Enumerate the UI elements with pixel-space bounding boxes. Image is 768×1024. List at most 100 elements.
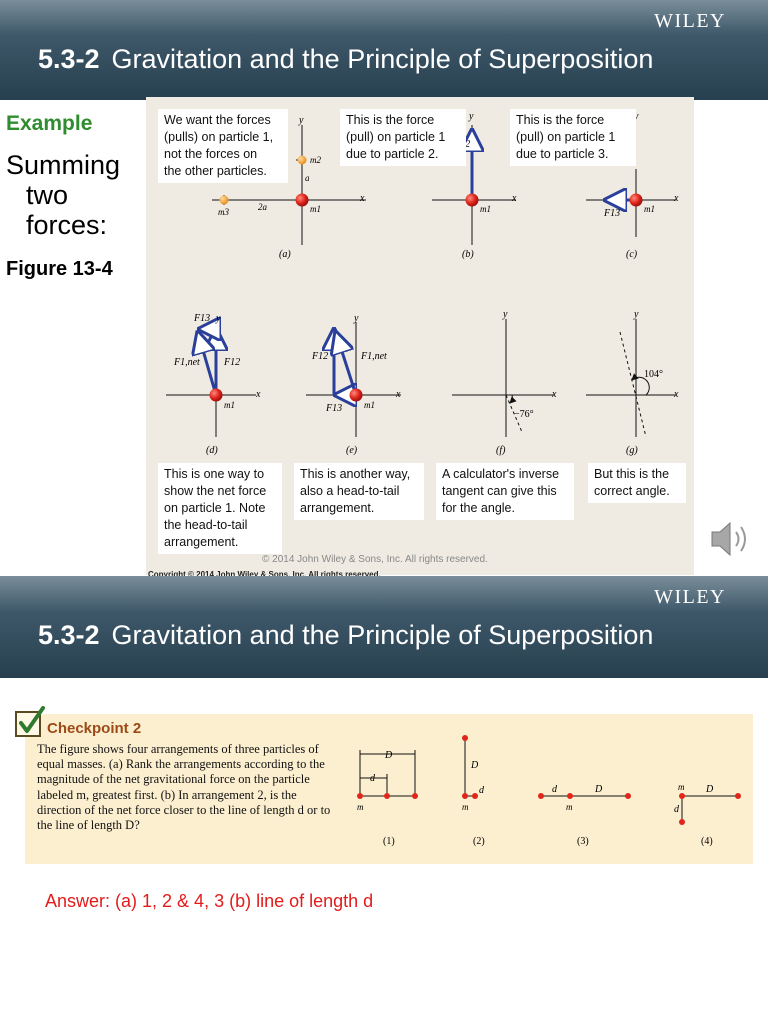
summing-line: Summing	[6, 150, 121, 180]
arrangement-label: (1)	[383, 836, 395, 847]
f13-label: F13	[325, 403, 342, 414]
callout-line: (pull) on particle 1	[346, 130, 446, 144]
f12-label: F12	[223, 357, 240, 368]
force-vector-fnet	[336, 333, 358, 396]
particle-m2	[297, 155, 307, 165]
speaker-icon[interactable]	[706, 516, 756, 567]
panel-c: y x F13 m1 (c)	[586, 111, 679, 260]
f13-label: F13	[603, 208, 620, 219]
callout-line: show the net force	[164, 484, 267, 498]
particle	[462, 793, 468, 799]
particle	[384, 793, 390, 799]
d-label: d	[479, 785, 485, 796]
callout-line: due to particle 3.	[516, 147, 609, 161]
m3-label: m3	[218, 207, 229, 217]
callout-e: This is another way, also a head-to-tail…	[294, 463, 424, 520]
y-label: y	[353, 313, 359, 324]
D-label: D	[594, 784, 603, 795]
y-label: y	[298, 115, 304, 126]
panel-label: (e)	[346, 445, 358, 456]
f13-label: F13	[193, 313, 210, 324]
example-label: Example	[6, 112, 93, 135]
arrangements-diagram: D d m (1) D d m (2) d D m	[357, 735, 741, 847]
callout-line: This is another way,	[300, 467, 411, 481]
callout-line: on particle 1. Note	[164, 501, 266, 515]
panel-e: y F12 F1,net x F13 m1 (e)	[306, 313, 401, 456]
y-label: y	[468, 111, 474, 122]
particle-m1	[295, 193, 309, 207]
answer-text: Answer: (a) 1, 2 & 4, 3 (b) line of leng…	[45, 891, 374, 911]
m1-label: m1	[310, 204, 321, 214]
y-label: y	[633, 309, 639, 320]
m-label: m	[566, 802, 573, 812]
callout-line: due to particle 2.	[346, 147, 439, 161]
x-label: x	[551, 389, 557, 400]
particle-m1	[465, 193, 479, 207]
angle-label: −76°	[514, 409, 534, 420]
d-label: d	[552, 784, 558, 795]
callout-a: We want the forces (pulls) on particle 1…	[158, 109, 288, 183]
angle-arc	[509, 394, 517, 404]
checkpoint-title: Checkpoint 2	[47, 720, 142, 737]
arrangement-label: (2)	[473, 836, 485, 847]
particle	[679, 793, 685, 799]
d-label: d	[370, 773, 376, 784]
D-label: D	[470, 760, 479, 771]
callout-b: This is the force (pull) on particle 1 d…	[340, 109, 466, 166]
callout-line: also a head-to-tail	[300, 484, 400, 498]
y-label: y	[633, 111, 639, 122]
summing-text: Summing two forces:	[6, 150, 120, 240]
m-label: m	[678, 782, 685, 792]
angle-line	[505, 394, 523, 433]
panel-f: y x −76° (f)	[452, 309, 557, 456]
y-label: y	[502, 309, 508, 320]
checkpoint-text: The figure shows four arrangements of th…	[37, 742, 331, 833]
title-number: 5.3-2	[38, 44, 100, 74]
callout-g: But this is the correct angle.	[588, 463, 686, 503]
callout-line: the other particles.	[164, 164, 267, 178]
panel-label: (f)	[496, 445, 506, 456]
arrangement-label: (4)	[701, 836, 713, 847]
panel-label: (d)	[206, 445, 218, 456]
m-label: m	[462, 802, 469, 812]
callout-line: (pulls) on particle 1,	[164, 130, 274, 144]
arrangement-1: D d m (1)	[357, 750, 418, 847]
title-text: Gravitation and the Principle of Superpo…	[111, 620, 654, 650]
angle-line	[619, 331, 647, 438]
m-label: m	[357, 802, 364, 812]
m1-label: m1	[224, 400, 235, 410]
m2-label: m2	[310, 155, 321, 165]
panel-d: F13 y F1,net F12 x m1 (d)	[166, 313, 261, 456]
D-label: D	[705, 784, 714, 795]
figure-13-4: y x m2 a 2a m3 m1 (a) y x F12 m1 (b)	[146, 97, 694, 575]
panel-g: y x 104° (g)	[586, 309, 679, 456]
f1net-label: F1,net	[360, 351, 387, 362]
particle	[357, 793, 363, 799]
x-label: x	[673, 389, 679, 400]
particle-m1	[209, 388, 223, 402]
particle	[625, 793, 631, 799]
copyright-notice: © 2014 John Wiley & Sons, Inc. All right…	[262, 554, 488, 565]
angle-arc	[631, 373, 650, 396]
m1-label: m1	[364, 400, 375, 410]
x-label: x	[673, 193, 679, 204]
y-label: y	[215, 313, 221, 324]
summing-line: forces:	[26, 210, 108, 240]
f12-label: F12	[311, 351, 328, 362]
panel-a: y x m2 a 2a m3 m1 (a)	[212, 115, 366, 260]
x-label: x	[395, 389, 401, 400]
callout-line: A calculator's inverse	[442, 467, 560, 481]
callout-f: A calculator's inverse tangent can give …	[436, 463, 574, 520]
copyright-notice-cut: Copyright © 2014 John Wiley & Sons, Inc.…	[148, 570, 381, 576]
particle-m3	[219, 195, 229, 205]
panel-label: (a)	[279, 249, 291, 260]
m1-label: m1	[644, 204, 655, 214]
checkbox-icon	[14, 706, 46, 743]
callout-line: This is one way to	[164, 467, 265, 481]
callout-line: tangent can give this	[442, 484, 557, 498]
callout-line: correct angle.	[594, 484, 670, 498]
